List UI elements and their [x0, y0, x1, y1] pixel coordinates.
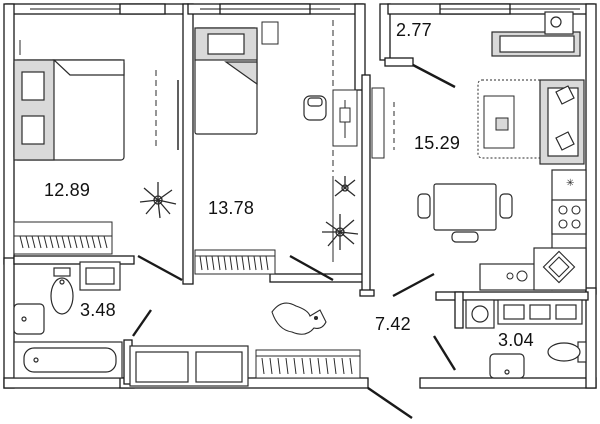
sink-icon [489, 353, 525, 379]
room-area-bathroom: 3.48 [80, 300, 116, 320]
room-area-wc: 3.04 [498, 330, 534, 350]
stove-icon [558, 205, 581, 229]
room-area-hallway: 7.42 [375, 314, 411, 334]
single-bed-icon [194, 27, 258, 135]
wardrobe-1 [13, 221, 113, 255]
washing-machine-icon [544, 11, 574, 35]
tv-icon [371, 87, 395, 159]
toilet-icon [50, 267, 74, 315]
room-area-bedroom-2: 13.78 [208, 198, 255, 218]
shoe-rack [255, 349, 361, 379]
plant-icon [506, 270, 528, 282]
dog-icon [271, 302, 327, 335]
desk [332, 89, 358, 147]
wardrobe-2 [194, 249, 276, 275]
svg-text:✳: ✳ [566, 178, 574, 189]
coffee-table [477, 79, 545, 159]
dining-table-icon [417, 183, 513, 243]
plant-icon [139, 182, 177, 219]
hall-wardrobe [129, 345, 249, 387]
room-area-kitchen-living: 15.29 [414, 133, 461, 153]
bed-icon [13, 59, 125, 161]
washer-row [465, 299, 583, 329]
sofa-icon [491, 31, 581, 57]
room-area-balcony: 2.77 [396, 20, 432, 40]
plant-icon [322, 176, 359, 250]
bathtub-icon [13, 341, 123, 379]
shelf [261, 21, 279, 45]
sink-icon [13, 303, 45, 335]
corner-sofa-icon [539, 79, 585, 165]
doors [132, 63, 457, 419]
room-area-bedroom-1: 12.89 [44, 180, 91, 200]
sink-icon [542, 250, 576, 284]
washing-machine-icon [79, 261, 121, 291]
toilet-icon [547, 341, 587, 363]
desk-chair-icon [303, 95, 327, 121]
